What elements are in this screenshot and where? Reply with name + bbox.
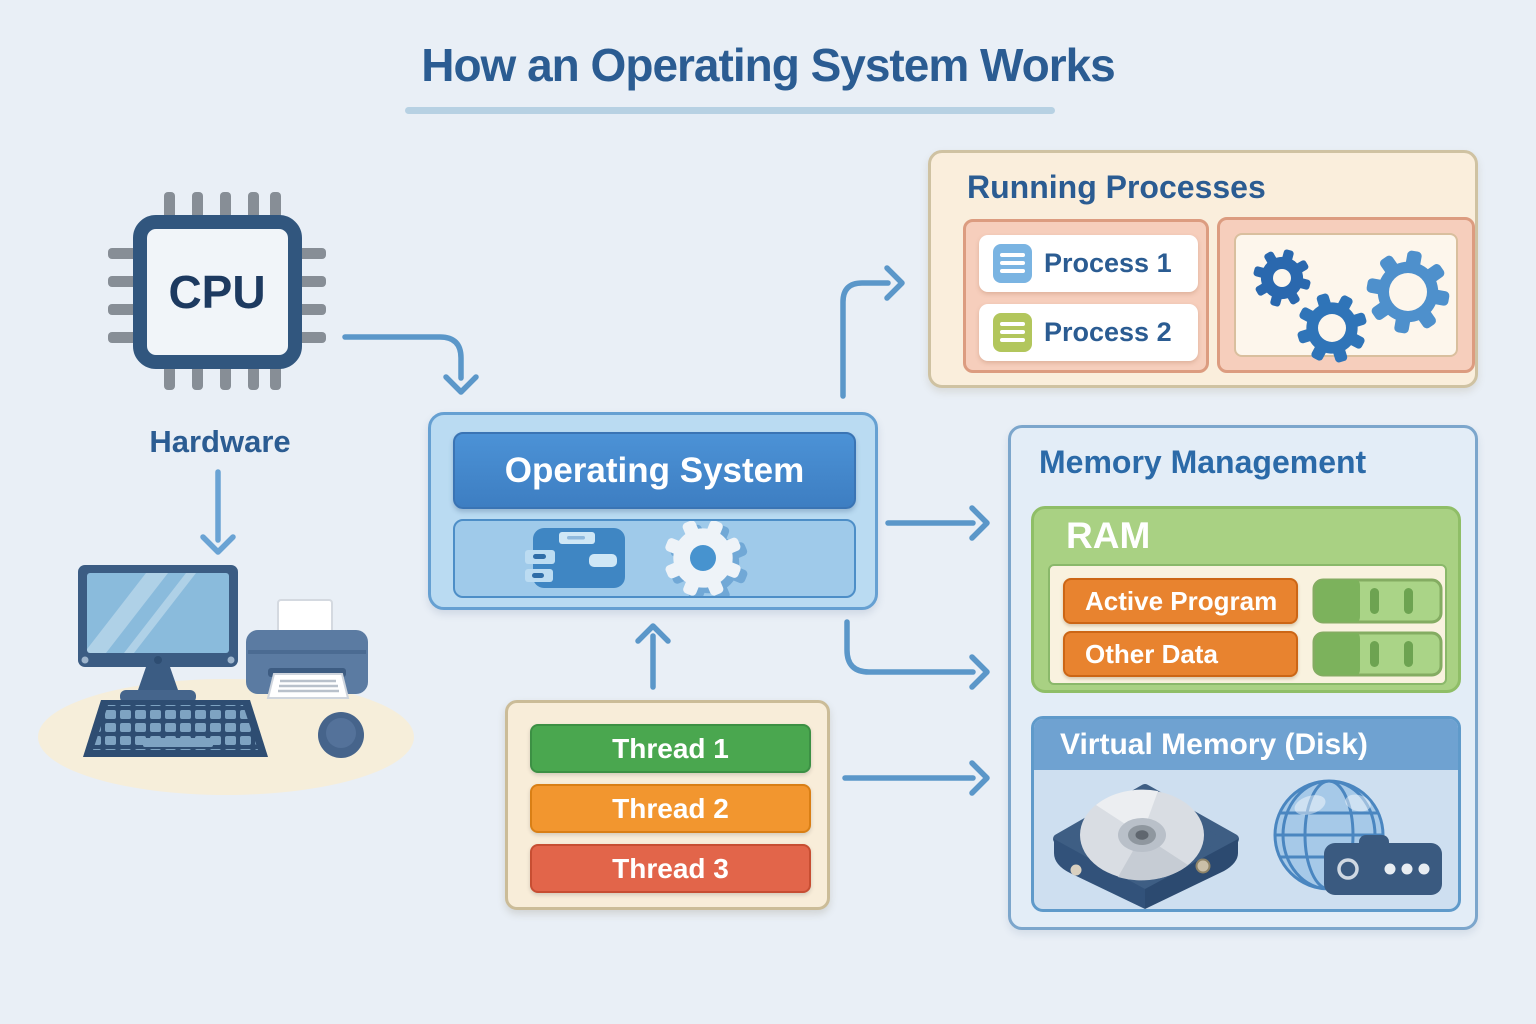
os-band-icons <box>525 520 748 602</box>
os-components-band <box>453 519 856 602</box>
globe-icon <box>1273 779 1442 895</box>
memory-management-box: Memory Management RAM Active Program Oth… <box>1008 425 1478 930</box>
hardware-label: Hardware <box>149 424 291 459</box>
printer-icon <box>246 599 368 699</box>
process-label: Process 1 <box>1044 248 1172 278</box>
page-title: How an Operating System Works <box>421 39 1116 91</box>
memory-management-title: Memory Management <box>1039 444 1367 480</box>
threads-box: Thread 1 Thread 2 Thread 3 <box>505 700 830 910</box>
virtual-memory-title: Virtual Memory (Disk) <box>1034 719 1458 770</box>
monitor-icon <box>78 565 238 703</box>
ram-panel: Active Program Other Data <box>1048 564 1447 685</box>
gear-medium <box>1284 280 1380 370</box>
thread-3-bar: Thread 3 <box>530 844 811 893</box>
cpu-chip-icon: CPU <box>108 192 326 390</box>
hard-disk-icon <box>1053 784 1239 909</box>
arrow-os-to-ram <box>885 505 990 541</box>
ram-label: RAM <box>1066 515 1151 556</box>
network-device-icon <box>1324 835 1442 895</box>
thread-2-bar: Thread 2 <box>530 784 811 833</box>
ram-item-active-program: Active Program <box>1063 578 1298 624</box>
running-processes-title: Running Processes <box>967 169 1266 205</box>
memory-bar-icon <box>1312 631 1443 677</box>
cpu-label: CPU <box>168 266 265 318</box>
arrow-threads-to-virtual-memory <box>842 760 990 796</box>
hardware-devices-illustration <box>38 565 414 795</box>
arrow-os-to-processes <box>840 265 905 399</box>
operating-system-title: Operating System <box>453 432 856 509</box>
mouse-icon <box>318 712 364 758</box>
keyboard-icon <box>83 700 268 757</box>
document-list-icon <box>993 244 1032 283</box>
running-processes-box: Running Processes Process 1 Process 2 <box>928 150 1478 388</box>
operating-system-box: Operating System <box>428 412 878 610</box>
gear-large <box>1359 243 1457 341</box>
process-label: Process 2 <box>1044 317 1172 347</box>
ram-item-other-data: Other Data <box>1063 631 1298 677</box>
arrow-os-to-memory <box>844 619 990 690</box>
virtual-memory-box: Virtual Memory (Disk) <box>1031 716 1461 912</box>
title-underline <box>405 107 1055 114</box>
thread-1-bar: Thread 1 <box>530 724 811 773</box>
server-icon <box>525 528 625 588</box>
arrow-cpu-to-os <box>342 334 479 395</box>
gears-panel <box>1217 217 1475 373</box>
ram-box: RAM Active Program Other Data <box>1031 506 1461 693</box>
process-row: Process 1 <box>979 235 1198 292</box>
document-list-icon <box>993 313 1032 352</box>
three-gears-icon <box>1246 242 1457 370</box>
gear-small <box>1246 242 1318 314</box>
arrow-hardware-to-devices <box>200 469 236 555</box>
arrow-threads-to-os <box>635 623 671 690</box>
memory-bar-icon <box>1312 578 1443 624</box>
process-row: Process 2 <box>979 304 1198 361</box>
gear-icon <box>665 520 748 602</box>
process-list-panel: Process 1 Process 2 <box>963 219 1209 373</box>
